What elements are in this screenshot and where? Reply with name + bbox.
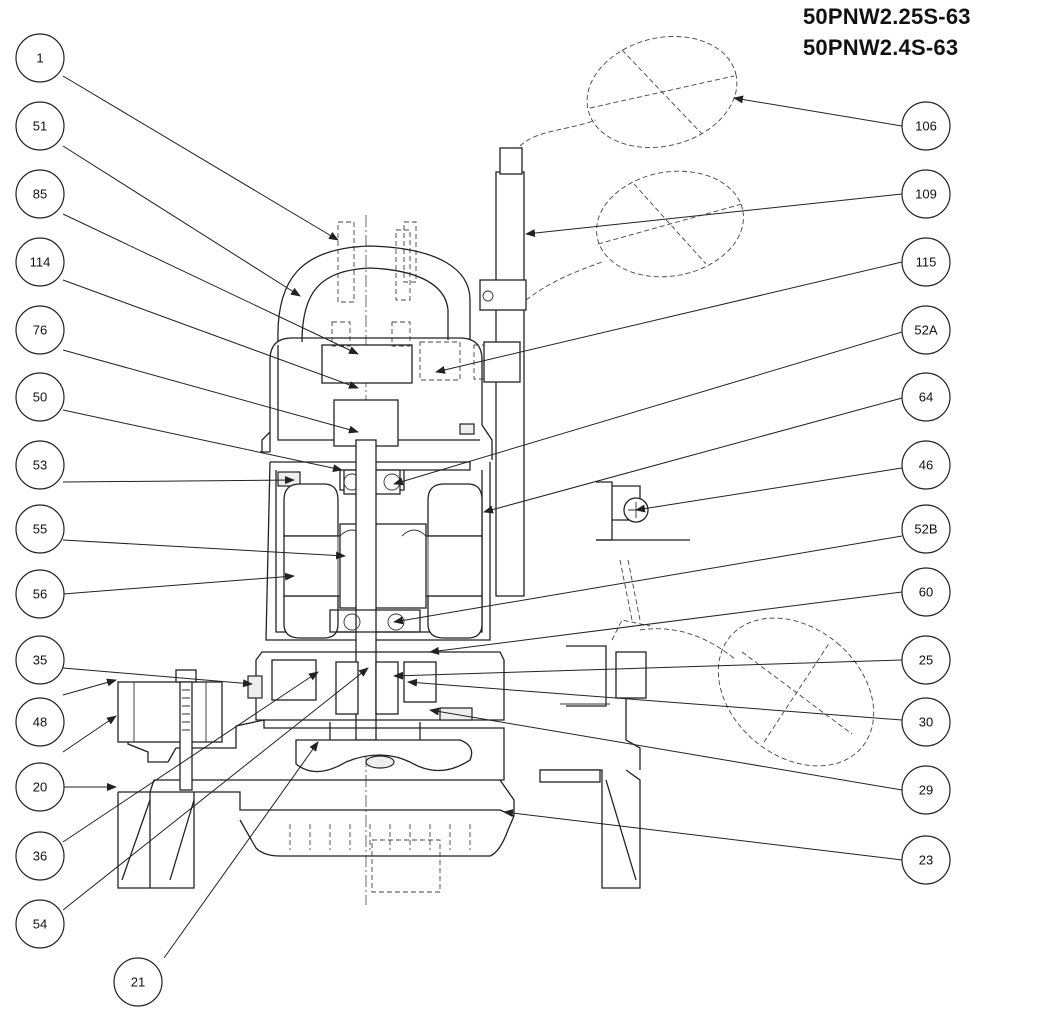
callout-bubble-48: 48 xyxy=(15,697,65,747)
callout-bubble-115: 115 xyxy=(901,237,951,287)
float-switches xyxy=(519,36,875,767)
callout-bubble-50: 50 xyxy=(15,372,65,422)
callout-label: 29 xyxy=(919,783,933,798)
callout-bubble-1: 1 xyxy=(15,33,65,83)
callout-label: 106 xyxy=(915,119,937,134)
callout-label: 36 xyxy=(33,849,47,864)
strainer xyxy=(239,815,515,893)
callout-bubble-54: 54 xyxy=(15,899,65,949)
lifting-handle xyxy=(277,245,471,343)
callout-label: 46 xyxy=(919,458,933,473)
lower-bearing xyxy=(329,609,421,633)
float-bracket-detail xyxy=(596,481,690,621)
callout-bubble-29: 29 xyxy=(901,765,951,815)
callout-bubble-35: 35 xyxy=(15,635,65,685)
callout-label: 109 xyxy=(915,187,937,202)
callout-bubble-21: 21 xyxy=(113,957,163,1007)
callout-bubble-56: 56 xyxy=(15,569,65,619)
callout-label: 1 xyxy=(36,51,43,66)
callout-label: 56 xyxy=(33,587,47,602)
callout-bubble-64: 64 xyxy=(901,372,951,422)
callout-label: 25 xyxy=(919,653,933,668)
cable-glands xyxy=(337,221,417,303)
callout-label: 50 xyxy=(33,390,47,405)
pump-casing xyxy=(118,702,515,816)
callout-bubble-76: 76 xyxy=(15,305,65,355)
callout-label: 115 xyxy=(916,255,937,270)
callout-label: 52B xyxy=(914,522,937,537)
callout-label: 60 xyxy=(919,585,933,600)
lower-float-mount xyxy=(560,645,647,770)
discharge-flange xyxy=(117,669,223,791)
stator-windings xyxy=(283,483,483,639)
callout-bubble-85: 85 xyxy=(15,169,65,219)
model-title-line-1: 50PNW2.25S-63 xyxy=(803,4,971,29)
callout-bubble-52A: 52A xyxy=(901,305,951,355)
callout-bubble-52B: 52B xyxy=(901,504,951,554)
guide-pipe xyxy=(479,147,527,597)
callout-label: 20 xyxy=(33,780,47,795)
callout-bubble-106: 106 xyxy=(901,101,951,151)
callout-label: 114 xyxy=(30,255,51,270)
callout-label: 51 xyxy=(33,119,47,134)
callout-label: 53 xyxy=(33,458,47,473)
callout-bubble-46: 46 xyxy=(901,440,951,490)
callout-label: 85 xyxy=(33,187,47,202)
callout-label: 76 xyxy=(33,323,47,338)
callout-label: 55 xyxy=(33,522,47,537)
callout-label: 48 xyxy=(33,715,47,730)
motor-cover xyxy=(260,321,523,463)
callout-label: 35 xyxy=(33,653,47,668)
pump-stand xyxy=(117,769,641,889)
callout-label: 23 xyxy=(919,853,933,868)
callout-bubble-30: 30 xyxy=(901,697,951,747)
callout-bubble-109: 109 xyxy=(901,169,951,219)
callout-label: 54 xyxy=(33,917,47,932)
callout-bubble-60: 60 xyxy=(901,567,951,617)
shaft xyxy=(355,439,377,741)
model-title-line-2: 50PNW2.4S-63 xyxy=(803,35,959,60)
impeller xyxy=(295,739,473,773)
callout-label: 21 xyxy=(131,975,145,990)
callout-bubble-114: 114 xyxy=(15,237,65,287)
callout-label: 30 xyxy=(919,715,933,730)
leader-lines xyxy=(62,75,903,959)
callout-label: 52A xyxy=(914,323,937,338)
callout-bubble-25: 25 xyxy=(901,635,951,685)
callout-bubble-23: 23 xyxy=(901,835,951,885)
callout-bubble-55: 55 xyxy=(15,504,65,554)
callout-bubble-36: 36 xyxy=(15,831,65,881)
callout-bubble-53: 53 xyxy=(15,440,65,490)
pump-drawing xyxy=(117,36,875,905)
callout-bubble-20: 20 xyxy=(15,762,65,812)
callout-bubble-51: 51 xyxy=(15,101,65,151)
callout-label: 64 xyxy=(919,390,933,405)
